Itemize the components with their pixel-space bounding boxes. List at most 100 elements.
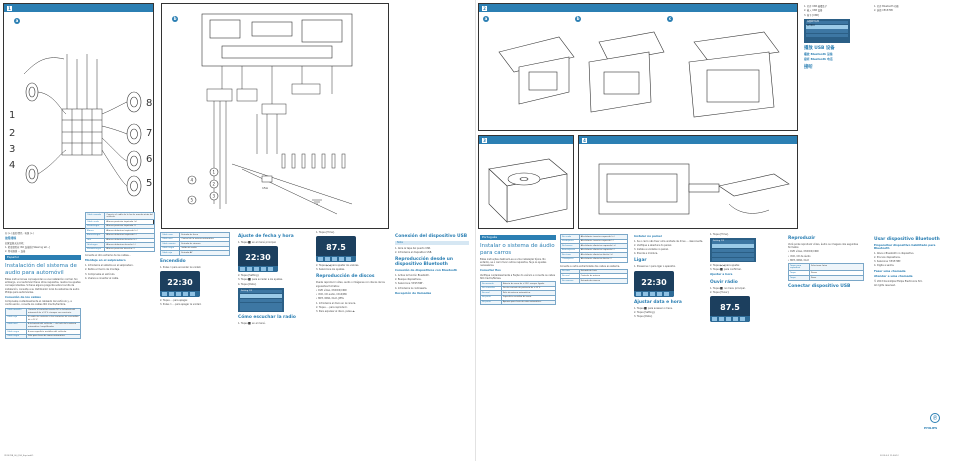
install-body: Estas instrucciones corresponden a una i… <box>5 278 81 294</box>
step: 4. Introduzca la contraseña. <box>395 286 428 290</box>
play-title-pt: Reproduzir <box>788 236 816 241</box>
answer-title-zh: 接听 <box>804 64 813 70</box>
menu-row[interactable] <box>712 253 754 257</box>
panel-number: 4 <box>582 137 587 143</box>
rca-connector-right-bottom <box>126 175 142 197</box>
step: 2. Toque [Setting]. <box>238 274 260 278</box>
panel-header: 4 <box>579 136 797 144</box>
menu-row[interactable] <box>806 29 848 34</box>
menu-row[interactable]: 设置蓝牙名称 <box>806 20 848 25</box>
usb-diagram <box>598 163 790 215</box>
wire-bundle <box>23 54 128 187</box>
philips-shield-icon: ⓟ <box>930 413 940 423</box>
fold-line <box>475 0 476 461</box>
step: 2. Procure dispositivos. <box>874 255 901 259</box>
harness-diagram: 1 2 3 4 5 15A <box>187 13 353 215</box>
bt-pair-pt: Emparelhar dispositivo habilitado para B… <box>874 242 936 251</box>
install-body-pt: Estas instruções destinam-se a uma insta… <box>480 258 547 268</box>
menu-row[interactable] <box>240 307 282 311</box>
harness-panel: b <box>161 3 389 229</box>
step: 1. Toque ⬛ en el menú principal. <box>238 241 277 244</box>
line: 2. 将电源线 ... 连接 <box>5 250 26 254</box>
device-screen: 22:30 <box>160 271 200 298</box>
screen-strip <box>634 290 674 297</box>
step: 3. Selecione 'CE1570B'. <box>874 260 902 264</box>
power-title-pt: Ligar <box>634 258 647 264</box>
step: 3. Toque [Date]. <box>634 315 653 319</box>
menu-row[interactable] <box>240 302 282 307</box>
step: 2. Introduzca el dispositivo USB. <box>395 251 433 255</box>
rca-connector-left-top <box>25 82 39 102</box>
wiring-panel: 1 a <box>3 3 154 229</box>
screen-strip <box>160 291 200 298</box>
copyright: © 2013 Koninklijke Philips Electronics N… <box>874 279 923 283</box>
freq-display: 87.5 <box>326 243 346 253</box>
mounting-panel: 2 a b c <box>478 3 798 131</box>
panel-letter: a <box>483 16 489 22</box>
settings-menu: Setting 1/3 <box>710 238 756 263</box>
bt-answer-pt: Atender a uma chamada <box>874 274 913 278</box>
usb-title: Conexión del dispositivo USB <box>395 234 468 239</box>
callout-numbers-left: 1 2 3 4 <box>9 110 15 171</box>
menu-row[interactable] <box>712 244 754 249</box>
harness-wires <box>213 66 353 215</box>
step: Conecte a outra extremidade dos cabos ao… <box>560 264 620 268</box>
install-heading-pt: Instalar o sistema de áudio para carros <box>480 243 555 256</box>
svg-text:2: 2 <box>213 182 216 187</box>
svg-text:7: 7 <box>146 128 152 139</box>
iso-plugs <box>206 83 321 115</box>
bt-title-pt: Usar dispositivo Bluetooth <box>874 236 940 242</box>
radio-title: Cómo escuchar la radio <box>238 314 296 320</box>
intro-line: Ⓑ (+) 黄色/黑色 · 电源 (+) <box>5 232 34 235</box>
rca-connector-right-low <box>126 150 142 172</box>
menu-row[interactable] <box>806 33 848 38</box>
bt-menu: 设置蓝牙名称蓝牙配对 <box>804 18 850 43</box>
svg-text:4: 4 <box>9 160 15 171</box>
panel-number: 2 <box>482 5 487 11</box>
svg-text:5: 5 <box>146 178 152 189</box>
menu-row[interactable]: 蓝牙配对 <box>806 25 848 29</box>
disc-body: Puede reproducir vídeo, audio o imágenes… <box>316 281 385 288</box>
play-body-pt: Você pode reproduzir vídeo, áudio ou ima… <box>788 243 859 250</box>
panel-letter: b <box>172 16 178 22</box>
panel-header: 2 <box>479 4 797 12</box>
datetime-title-pt: Ajustar data e hora <box>634 299 682 305</box>
step: 3. Seleccione los ajustes. <box>316 268 345 272</box>
menu-row[interactable] <box>240 294 282 298</box>
col-5: 1. Toque [Time]. 87.5 2. Toque ▶/◀ para … <box>316 231 388 455</box>
mount-step-b <box>588 31 665 113</box>
svg-text:1: 1 <box>213 170 216 175</box>
menu-row[interactable] <box>240 298 282 303</box>
callout-numbers-right: 5 6 7 8 <box>146 98 152 189</box>
svg-text:1: 1 <box>9 110 15 121</box>
usb-title-pt: Conectar dispositivo USB <box>788 283 851 289</box>
language-bar: Español <box>5 255 81 261</box>
line: 2. 选择 CE1570B <box>874 9 893 13</box>
brand-wordmark: PHILIPS <box>924 426 938 430</box>
menu-row[interactable] <box>712 248 754 253</box>
usb-title-zh: 播放 USB 设备 <box>804 45 835 51</box>
menu-row[interactable] <box>712 257 754 262</box>
disc-title: Reproducción de discos <box>316 274 375 280</box>
step: 2. Toque [Tuner]. <box>710 291 730 295</box>
svg-text:3: 3 <box>9 144 15 155</box>
step: 4. Toque [Date]. <box>238 282 257 286</box>
rca-connector-left-bottom <box>25 164 39 184</box>
troubleshoot-title: 故障排除 <box>5 236 17 241</box>
step: 1. Pressione ⏻ para ligar o aparelho. <box>634 265 676 269</box>
bullet: • VCD, CD audio, CD-R/RW <box>316 293 347 297</box>
svg-text:8: 8 <box>146 98 152 109</box>
spacer <box>874 14 948 234</box>
panel-number: 3 <box>482 137 487 143</box>
line: 3. 按下 [USB] <box>804 13 819 17</box>
